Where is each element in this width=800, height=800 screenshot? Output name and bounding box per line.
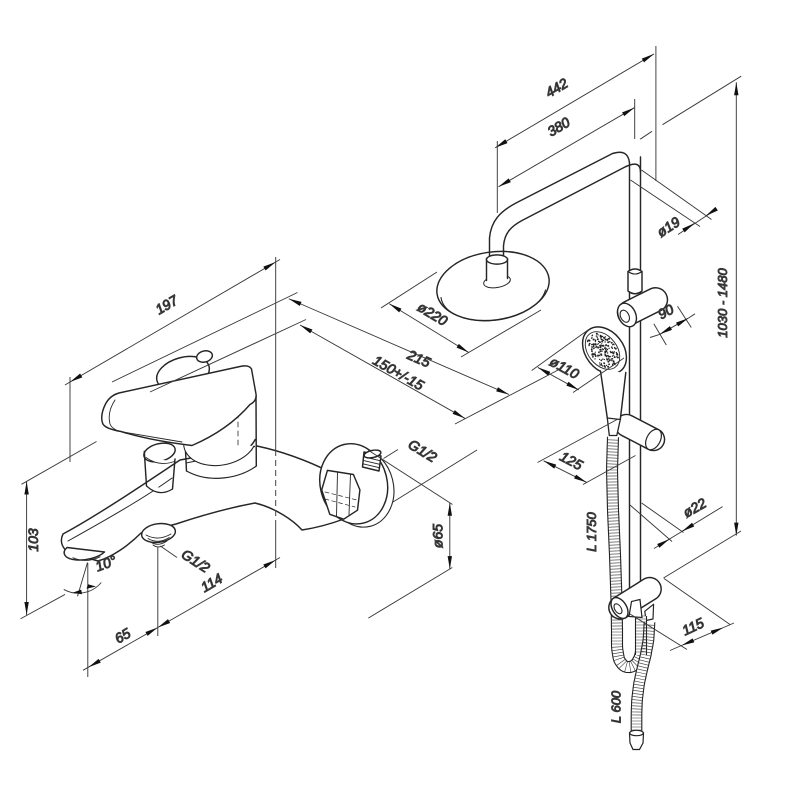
svg-text:103: 103 bbox=[25, 528, 41, 552]
svg-text:L 1750: L 1750 bbox=[584, 511, 599, 551]
svg-text:1030 - 1480: 1030 - 1480 bbox=[715, 268, 730, 338]
svg-text:90: 90 bbox=[655, 301, 676, 323]
svg-text:L 600: L 600 bbox=[609, 690, 624, 723]
svg-text:ø65: ø65 bbox=[430, 524, 446, 548]
svg-text:10°: 10° bbox=[93, 552, 119, 574]
